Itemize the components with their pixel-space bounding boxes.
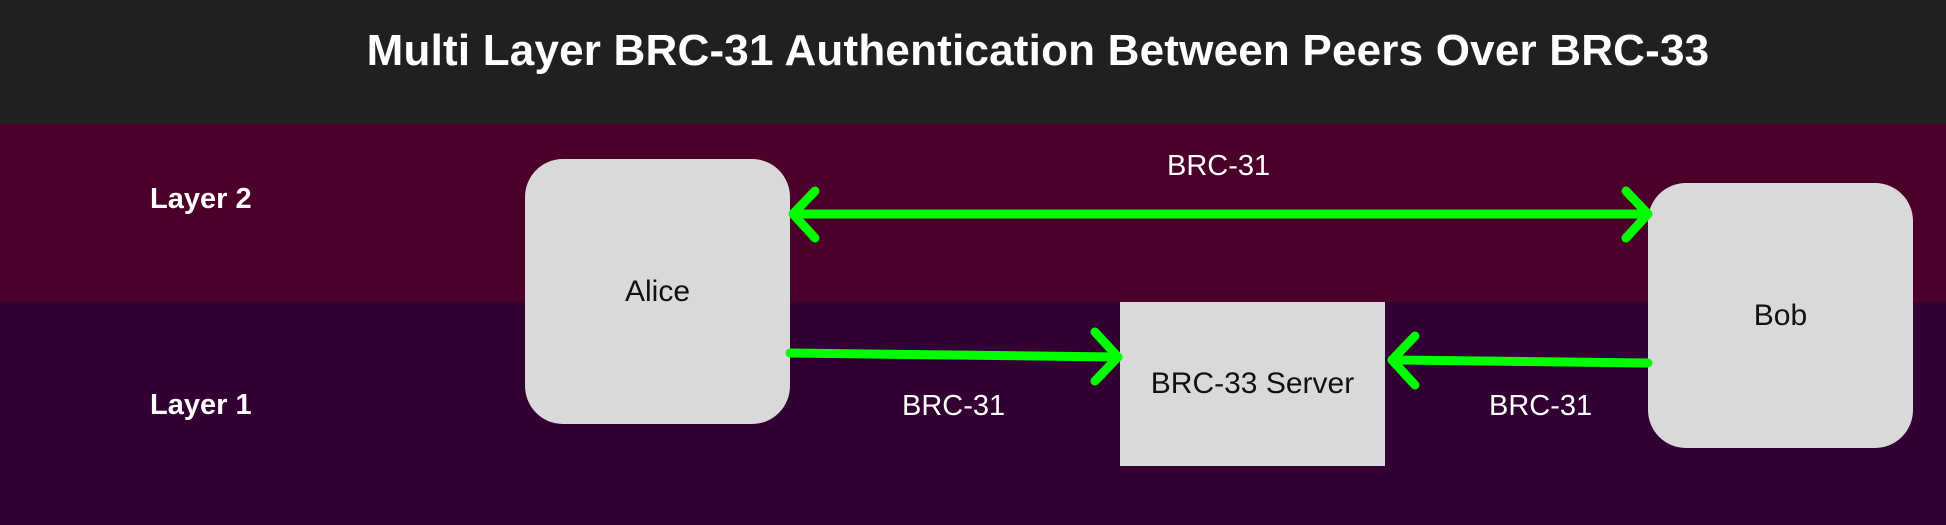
alice-bob-arrow: [788, 186, 1653, 243]
layer-1-label: Layer 1: [150, 389, 252, 421]
alice-node: Alice: [525, 159, 790, 424]
brc33-server-node: BRC-33 Server: [1120, 302, 1385, 466]
alice-bob-edge-label: BRC-31: [1167, 150, 1271, 182]
title-bar: Multi Layer BRC-31 Authentication Betwee…: [0, 0, 1946, 124]
alice-server-arrow: [785, 327, 1123, 386]
diagram-title: Multi Layer BRC-31 Authentication Betwee…: [366, 26, 1710, 75]
bob-server-arrow: [1387, 331, 1653, 390]
bob-node: Bob: [1648, 183, 1913, 448]
bob-label: Bob: [1753, 298, 1808, 332]
alice-server-edge-label: BRC-31: [902, 390, 1006, 422]
server-label: BRC-33 Server: [1150, 367, 1355, 400]
bob-server-edge-label: BRC-31: [1489, 390, 1593, 422]
alice-label: Alice: [624, 274, 691, 308]
layer-2-label: Layer 2: [150, 183, 252, 215]
layer-1-band: [0, 302, 1946, 525]
